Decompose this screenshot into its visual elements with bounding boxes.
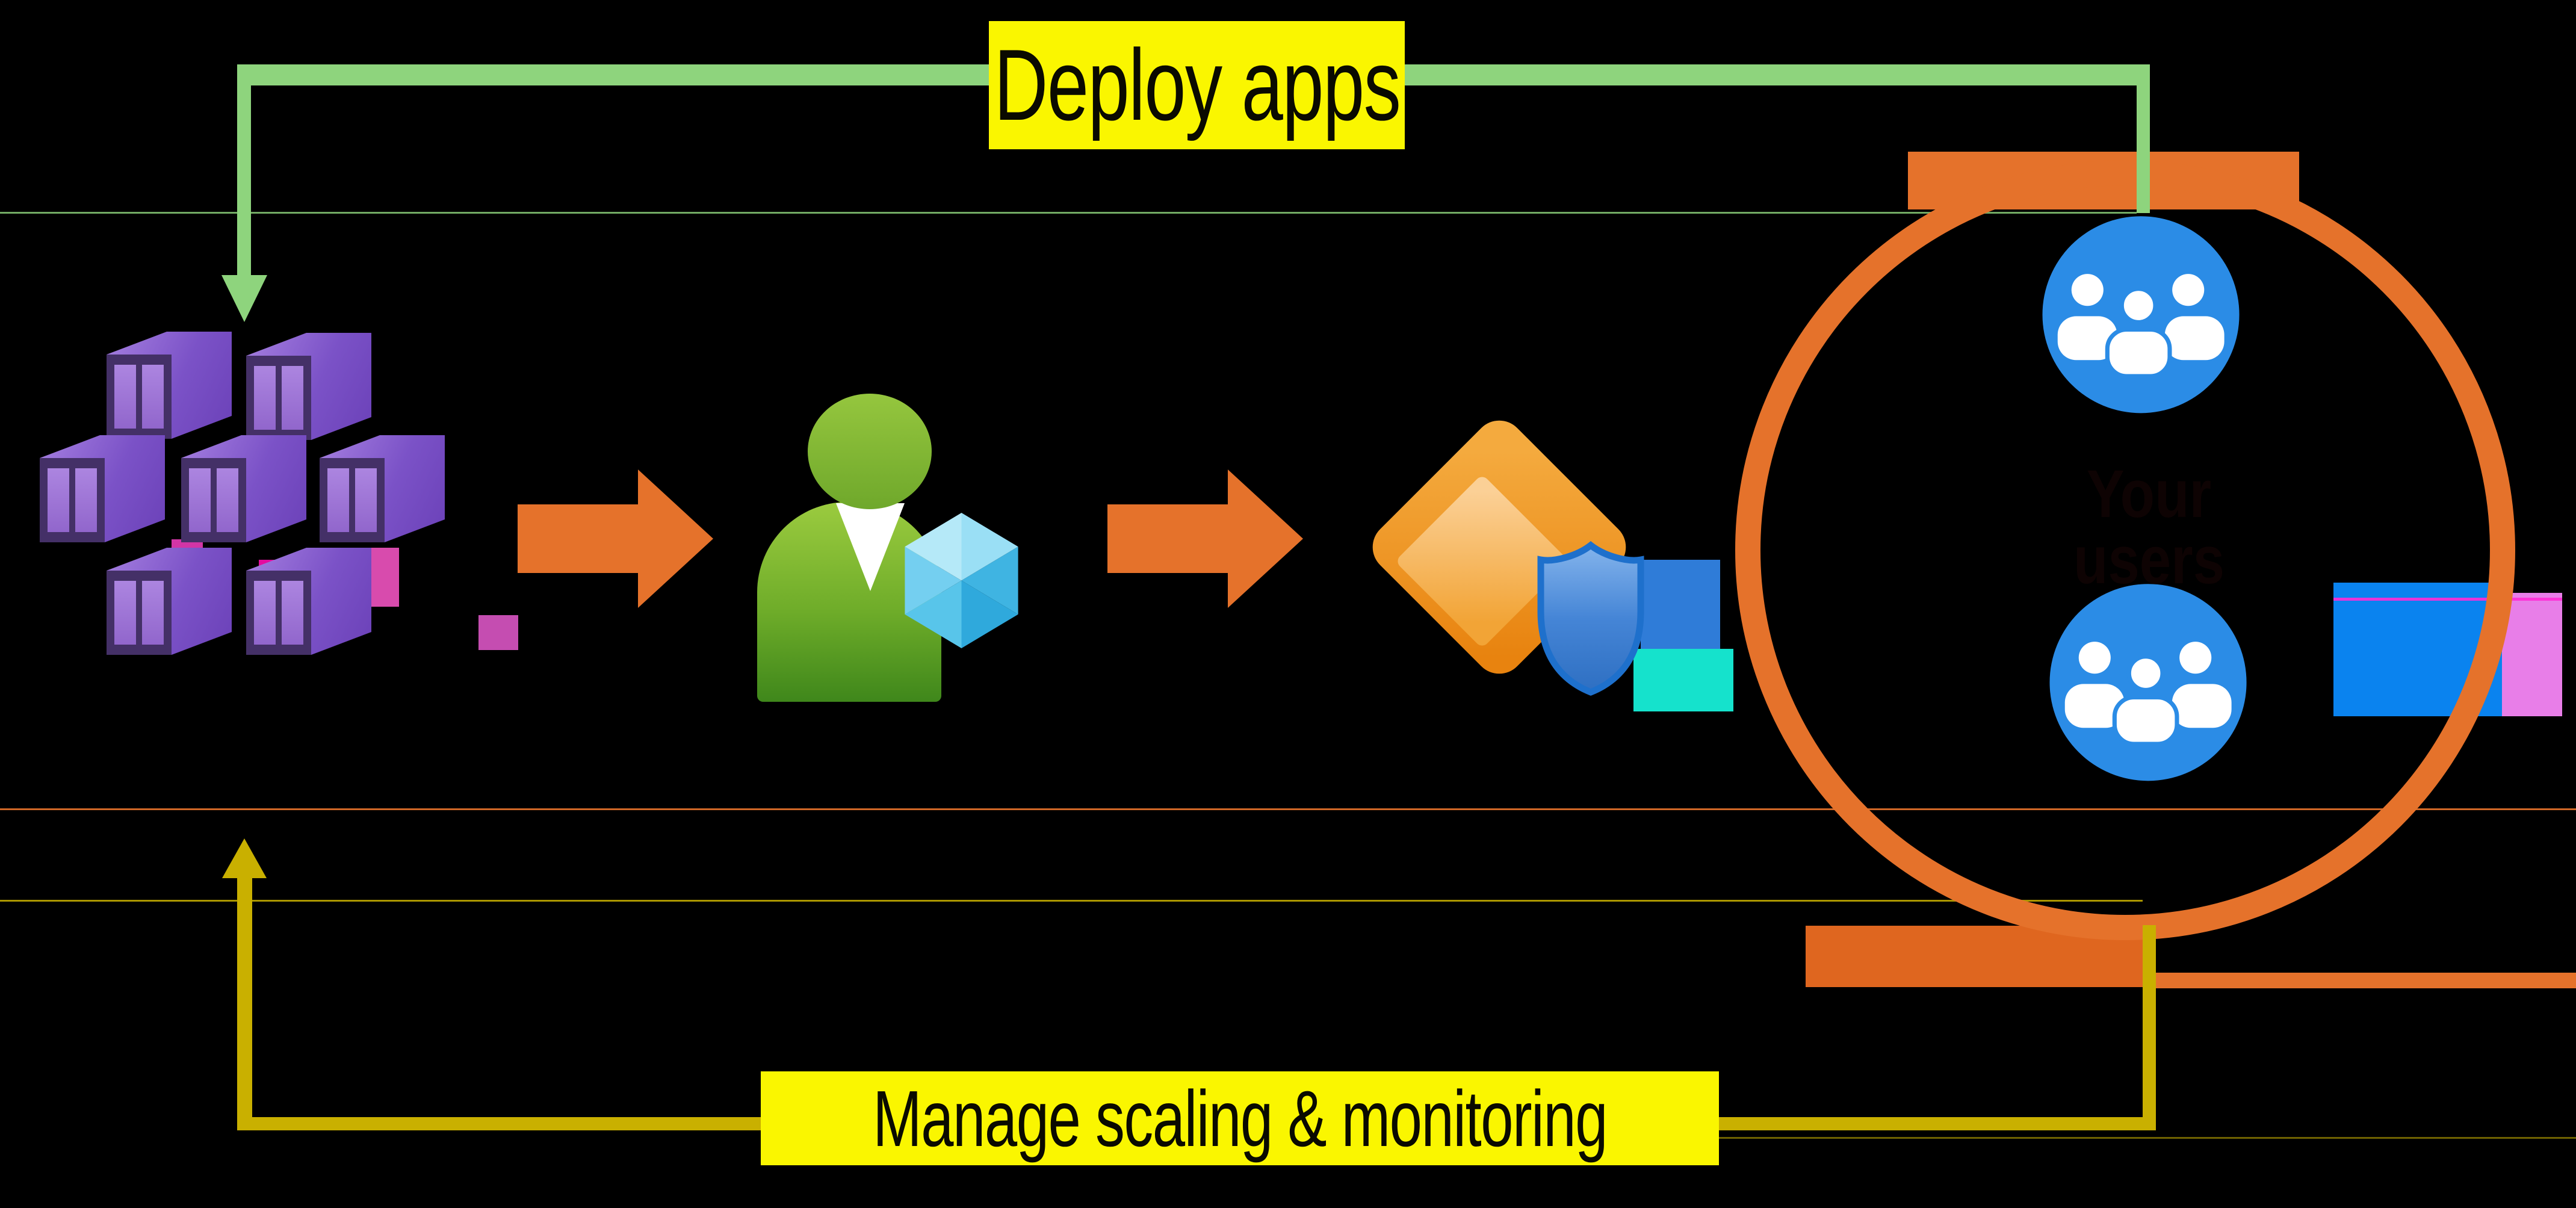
container-front [246,356,311,440]
manage-line-vertical-left [237,878,252,1130]
deploy-apps-text: Deploy apps [994,28,1401,141]
container-panel [142,365,164,429]
security-shield-icon [1537,541,1644,696]
container-panel [114,365,136,429]
container-box-icon [107,332,232,439]
glitch-artifact [0,808,2576,810]
right-arrow-icon-2 [1107,504,1228,573]
container-front [246,571,311,655]
down-arrow-icon [221,275,267,322]
container-box-icon [320,435,445,542]
container-panel [254,366,276,430]
container-box-icon [107,548,232,655]
container-panel [48,468,69,532]
container-panel [75,468,97,532]
deploy-line-vertical-left [237,64,251,276]
container-panel [189,468,211,532]
user-group-icon [2042,216,2240,414]
glitch-artifact [2502,593,2562,716]
container-panel [142,581,164,645]
glitch-artifact [2156,973,2576,988]
deploy-apps-label: Deploy apps [989,21,1405,149]
glitch-artifact [371,548,399,607]
container-front [107,571,172,655]
up-arrow-icon [222,838,267,878]
container-box-icon [246,333,371,440]
right-arrow-head-icon-2 [1228,469,1303,608]
code-cube-icon [905,513,1018,648]
container-panel [282,581,303,645]
container-panel [114,581,136,645]
glitch-artifact [0,900,2143,902]
right-arrow-head-icon [638,469,713,608]
developer-head [808,394,932,509]
glitch-artifact [1633,649,1733,711]
glitch-artifact [1641,560,1720,650]
manage-scaling-text: Manage scaling & monitoring [873,1074,1608,1163]
container-box-icon [246,548,371,655]
container-front [320,458,385,542]
deploy-line-vertical-right [2137,85,2150,213]
container-panel [355,468,377,532]
container-front [181,458,246,542]
container-panel [327,468,349,532]
manage-scaling-label: Manage scaling & monitoring [761,1071,1719,1165]
developer-collar [836,503,905,591]
right-arrow-icon [518,504,638,573]
container-front [40,458,105,542]
container-box-icon [181,435,306,542]
container-box-icon [40,435,165,542]
container-front [107,355,172,439]
container-panel [217,468,238,532]
container-panel [282,366,303,430]
glitch-artifact [1719,1137,2576,1139]
user-group-icon-2 [2049,584,2247,781]
glitch-artifact [478,615,518,650]
glitch-artifact [0,212,2137,214]
users-label: Your users [2073,456,2225,598]
container-panel [254,581,276,645]
manage-line-vertical-right [2143,925,2156,1130]
